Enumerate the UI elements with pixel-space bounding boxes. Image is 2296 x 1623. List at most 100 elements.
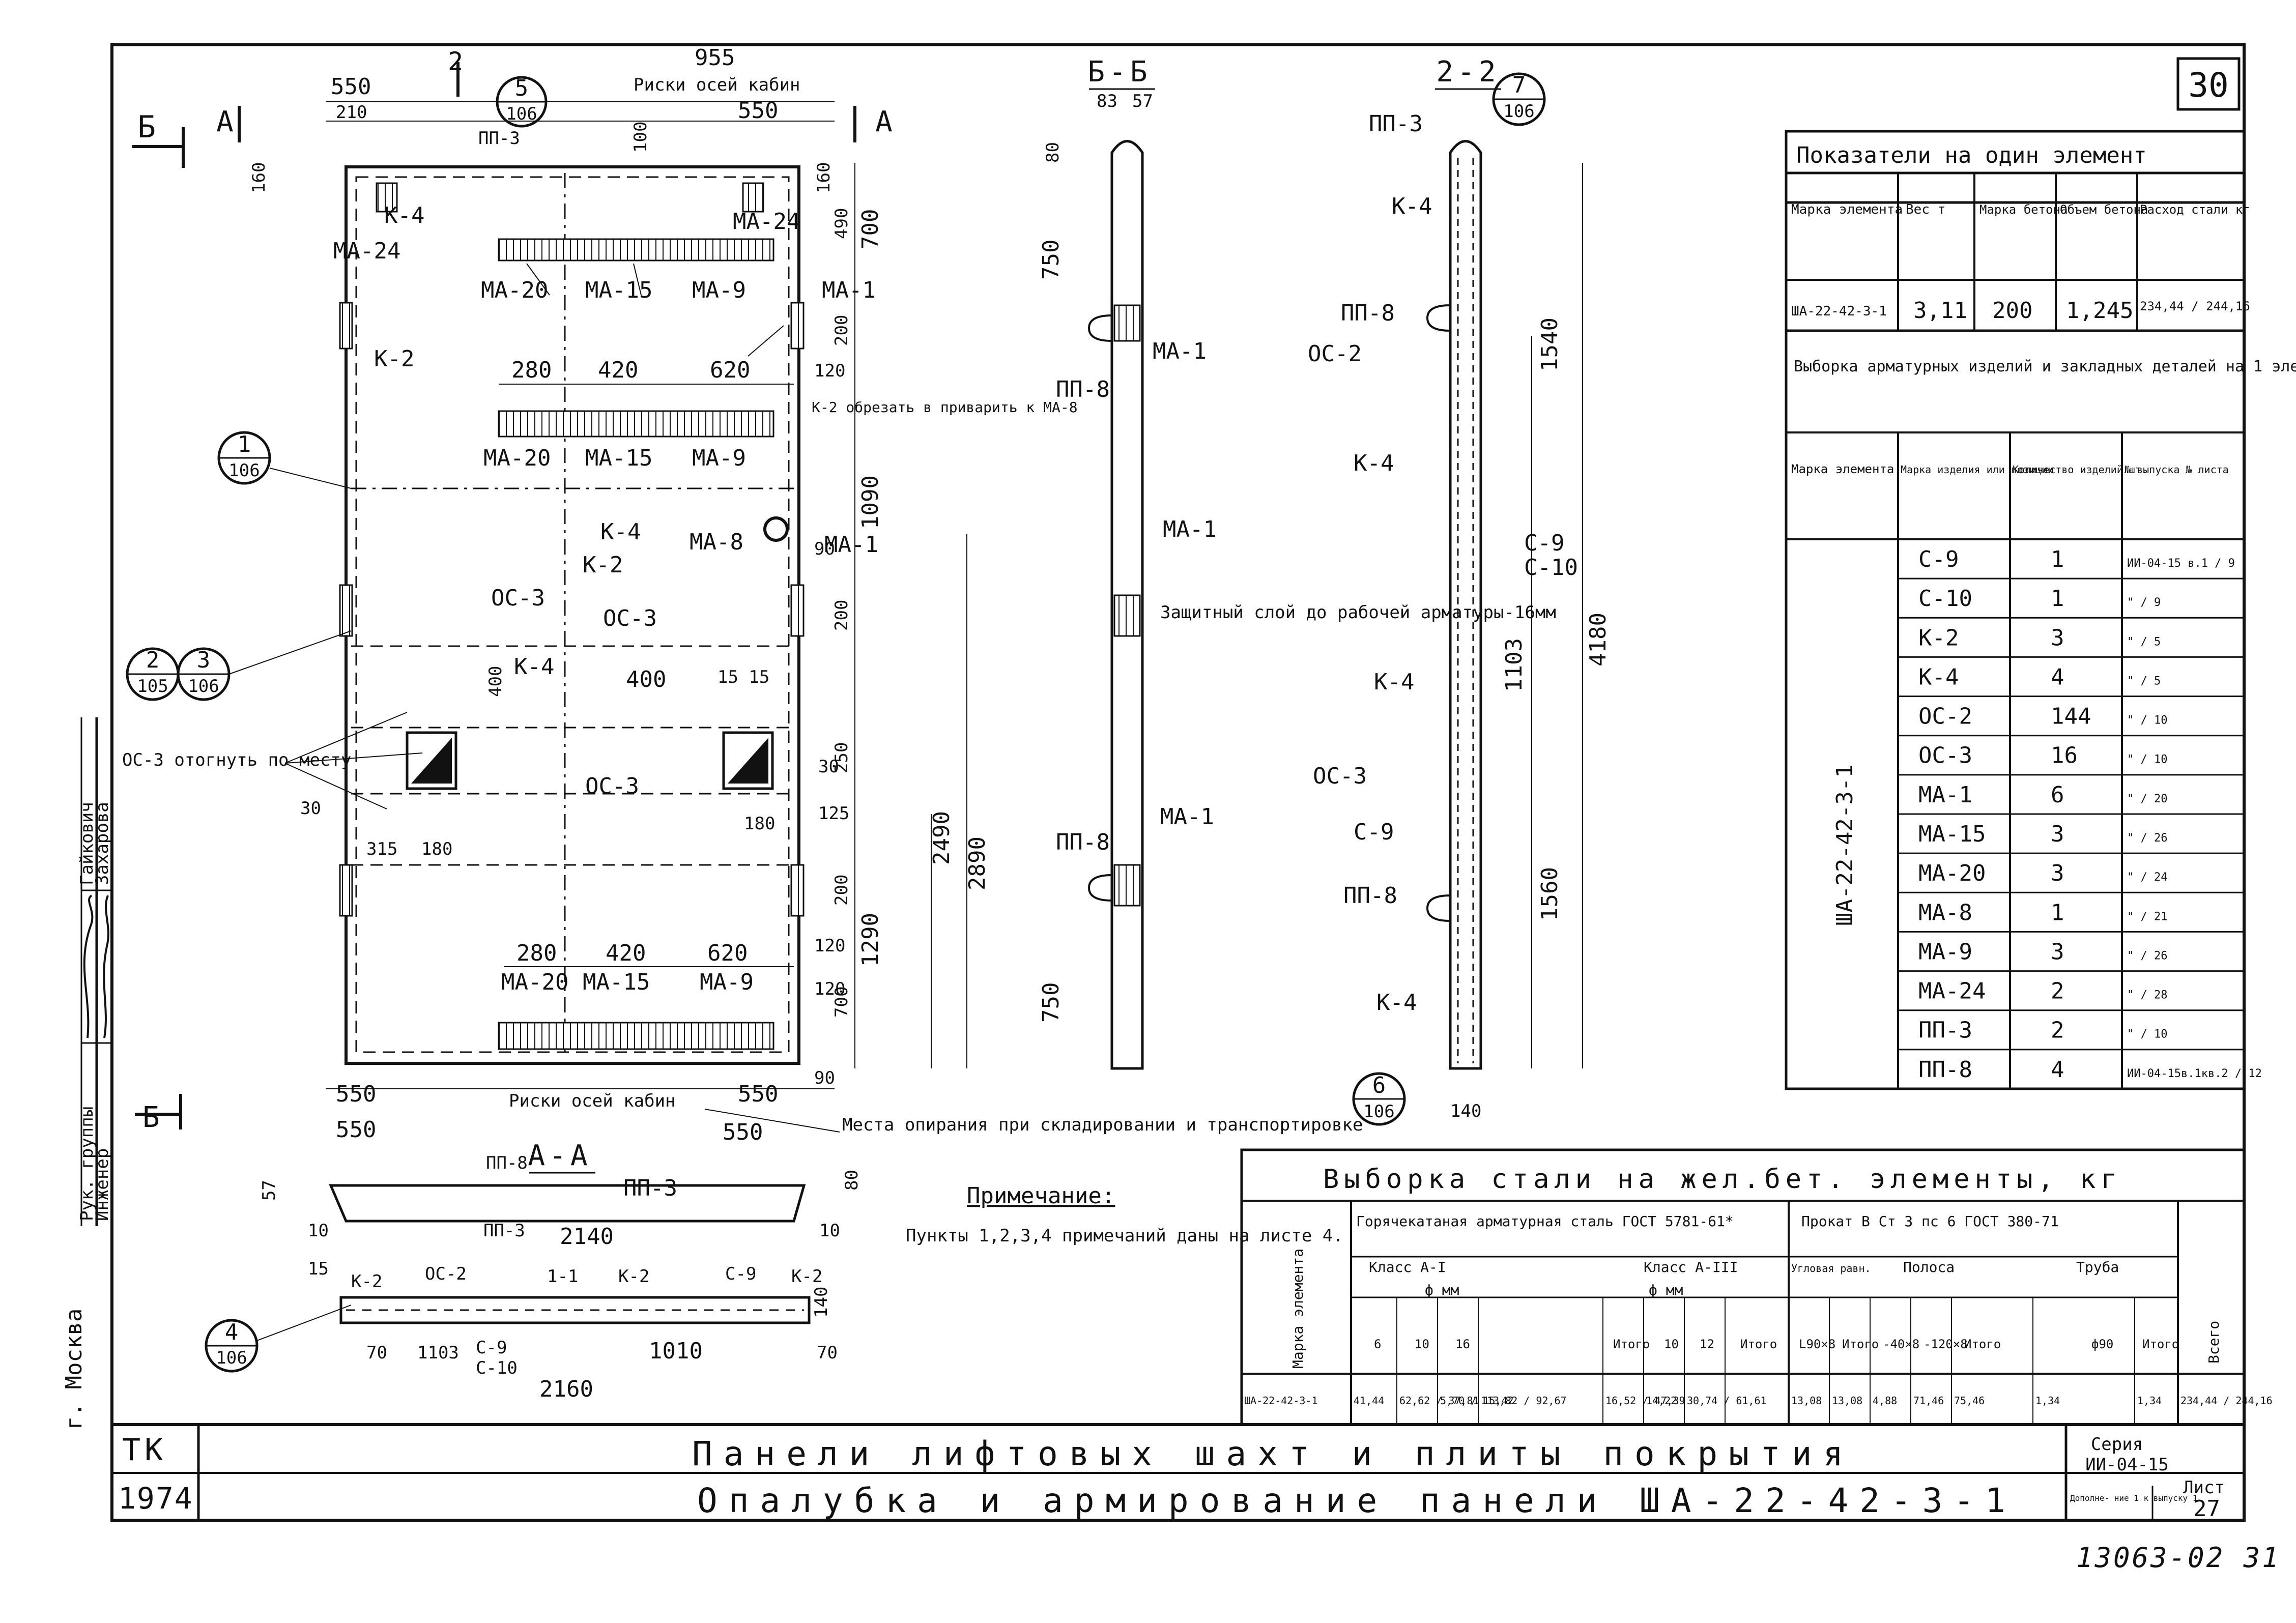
sel-row-qty: 4: [2051, 664, 2064, 690]
dim-280: 280: [511, 357, 552, 383]
steel-value: 13,08: [1791, 1395, 1822, 1407]
sel-row-qty: 4: [2051, 1057, 2064, 1083]
svg-text:МА-1: МА-1: [1153, 338, 1207, 364]
dim-250: 250: [831, 742, 852, 773]
steel-value: 13,08: [1832, 1395, 1862, 1407]
svg-text:106: 106: [506, 104, 537, 124]
section-mark-b-2: Б: [142, 1101, 164, 1134]
steel-group-2: Прокат В Ст 3 пс 6 ГОСТ 380-71: [1801, 1213, 2059, 1230]
dim-2890: 2890: [964, 836, 990, 890]
section-mark-2: 2: [448, 47, 467, 76]
sidebar-role-2: Инженер: [92, 1148, 112, 1221]
sel-row-ref: " / 26: [2127, 949, 2167, 962]
sel-row-ref: " / 10: [2127, 714, 2167, 727]
sel-row-ref: " / 5: [2127, 675, 2161, 687]
sel-row-qty: 1: [2051, 900, 2064, 925]
tb-title-1: Панели лифтовых шахт и плиты покрытия: [692, 1434, 1854, 1473]
dim-400-v: 400: [485, 666, 506, 697]
dim-180-l: 180: [421, 839, 452, 859]
sel-h2: Количество изделий шт.: [2013, 463, 2147, 476]
svg-text:7: 7: [1512, 72, 1526, 98]
sel-h3: № выпуска № листа: [2125, 463, 2229, 476]
svg-text:106: 106: [216, 1348, 247, 1368]
svg-text:С-9: С-9: [1354, 819, 1394, 845]
dim-200-r2: 200: [831, 600, 852, 631]
sel-row-ref: " / 28: [2127, 989, 2167, 1002]
steel-value: 5,70 / 15,42: [1440, 1395, 1514, 1407]
steel-subcol: L90×8: [1799, 1337, 1835, 1351]
dim-955: 955: [695, 45, 735, 71]
sel-row-mark: МА-1: [1918, 782, 1972, 808]
svg-text:750: 750: [1038, 982, 1064, 1023]
tb-title-2: Опалубка и армирование панели ША-22-42-3…: [697, 1481, 2017, 1520]
svg-text:К-4: К-4: [1376, 990, 1417, 1016]
note-cut: К-2 обрезать в приварить к МА-8: [812, 399, 1078, 416]
tb-series-label: Серия: [2091, 1434, 2143, 1455]
steel-value: 1,34: [2035, 1395, 2060, 1407]
steel-subcol: -120×8: [1924, 1337, 1968, 1351]
section-mark-a: А: [216, 105, 238, 138]
sel-row-ref: " / 9: [2127, 596, 2161, 609]
svg-text:106: 106: [1363, 1102, 1394, 1122]
section-bb: Б-Б 83 57 80 750 750 МА-1 ПП-8 МА-1 МА-1…: [1038, 55, 1556, 1070]
svg-text:К-2: К-2: [791, 1266, 822, 1287]
sel-h0: Марка элемента: [1791, 462, 1894, 476]
axis-label-top: Риски осей кабин: [634, 75, 800, 95]
svg-text:С-10: С-10: [1524, 555, 1578, 581]
main-elevation: Б Б А А 2 550 210 955 550 Риски осей каб…: [122, 45, 1078, 1134]
dim-200-r3: 200: [831, 875, 852, 906]
svg-text:1103: 1103: [1501, 638, 1527, 692]
svg-text:ПП-8: ПП-8: [486, 1153, 528, 1173]
sel-row-mark: ОС-2: [1918, 704, 1972, 730]
dim-30: 30: [818, 757, 839, 777]
svg-text:83: 83: [1097, 91, 1117, 111]
sel-row-mark: МА-15: [1918, 821, 1986, 847]
lbl-ma9-a: МА-9: [692, 277, 746, 303]
dim-700-r2: 700: [831, 987, 852, 1018]
steel-value: 71,46: [1913, 1395, 1944, 1407]
dim-180-r: 180: [744, 814, 775, 834]
svg-text:15: 15: [308, 1259, 329, 1279]
lbl-ma15-a: МА-15: [585, 277, 652, 303]
steel-value: 4,88: [1873, 1395, 1897, 1407]
steel-col-total: Всего: [2205, 1321, 2222, 1364]
section-aa-title: А-А: [528, 1139, 591, 1172]
ind-h3: Объем бетона: [2060, 202, 2148, 217]
note-text: Пункты 1,2,3,4 примечаний даны на листе …: [906, 1226, 1343, 1246]
lbl-k2-b: К-2: [583, 552, 623, 578]
steel-table: Выборка стали на жел.бет. элементы, кг Г…: [1240, 1148, 2273, 1426]
sel-row-qty: 6: [2051, 782, 2064, 808]
svg-text:С-9: С-9: [476, 1338, 507, 1358]
section-bb-title: Б-Б: [1087, 55, 1151, 89]
svg-text:ПП-3: ПП-3: [623, 1175, 677, 1201]
sel-row-ref: ИИ-04-15 в.1 / 9: [2127, 557, 2235, 570]
dim-550-bot-r: 550: [738, 1081, 778, 1107]
dim-550-top: 550: [331, 74, 371, 100]
city-label: г. Москва: [61, 1309, 87, 1430]
steel-subcol: 10: [1664, 1337, 1679, 1351]
indicators-table: Показатели на один элемент Марка элемент…: [1785, 130, 2250, 332]
ind-v1: 3,11: [1913, 298, 1967, 324]
dim-420-b: 420: [606, 940, 646, 966]
sel-element: ША-22-42-3-1: [1832, 764, 1858, 926]
svg-text:1540: 1540: [1537, 317, 1563, 371]
sel-row-mark: К-2: [1918, 625, 1959, 651]
svg-text:106: 106: [188, 676, 219, 697]
svg-text:К-2: К-2: [618, 1266, 649, 1287]
dim-30-l: 30: [300, 798, 321, 819]
svg-text:ПП-8: ПП-8: [1343, 883, 1397, 909]
lbl-ma20-b: МА-20: [483, 445, 551, 471]
title-block: ТК 1974 Панели лифтовых шахт и плиты пок…: [110, 1423, 2246, 1522]
sel-row-qty: 3: [2051, 821, 2064, 847]
svg-text:1-1: 1-1: [547, 1266, 578, 1287]
lbl-oc3-b: ОС-3: [603, 605, 657, 631]
lbl-pp3-top: ПП-3: [478, 128, 520, 149]
callout-3-106: 3 106: [177, 630, 352, 701]
svg-text:С-9: С-9: [1524, 530, 1564, 556]
dim-120-c: 120: [814, 979, 845, 999]
sheet-number: 30: [2188, 66, 2228, 105]
steel-group-1: Горячекатаная арматурная сталь ГОСТ 5781…: [1356, 1213, 1734, 1230]
sidebar-name-1: Гайкович: [77, 802, 97, 885]
steel-subcol: Итого: [1964, 1337, 2001, 1351]
sel-row-mark: МА-24: [1918, 978, 1986, 1004]
